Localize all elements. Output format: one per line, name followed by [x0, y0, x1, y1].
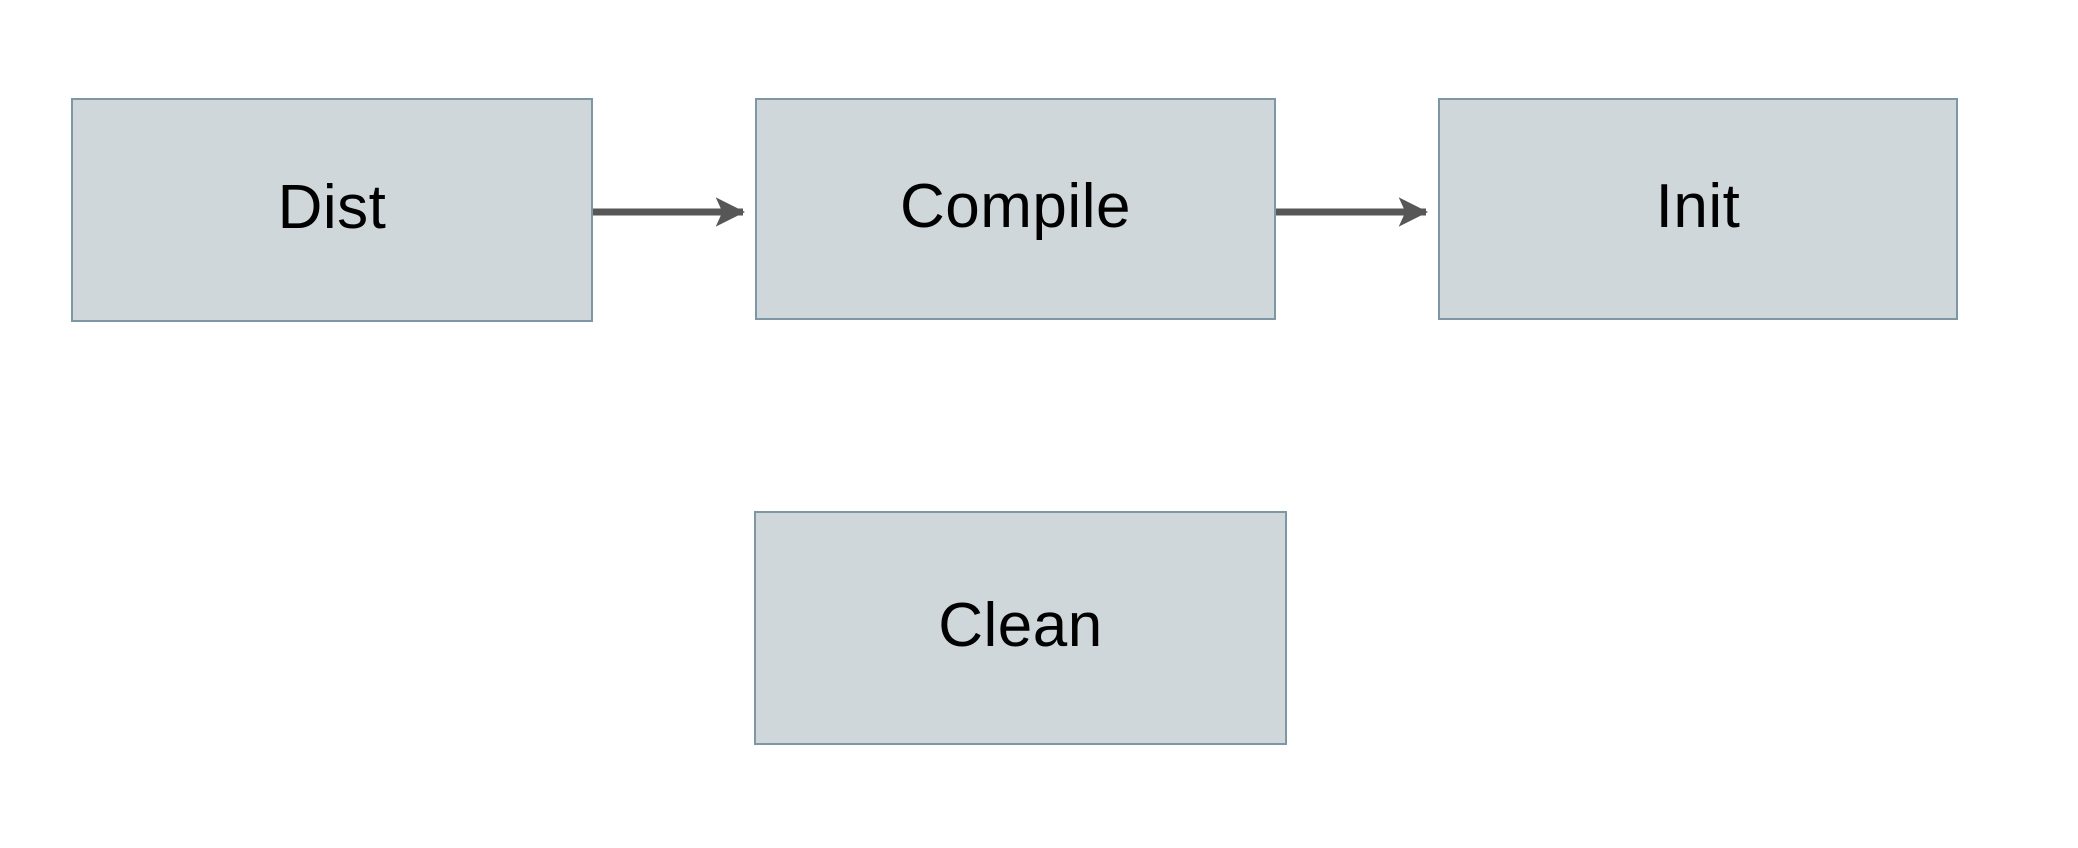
node-clean[interactable]: Clean [754, 511, 1287, 745]
node-init[interactable]: Init [1438, 98, 1958, 320]
node-init-label: Init [1655, 172, 1741, 241]
node-compile-label: Compile [900, 172, 1131, 241]
node-clean-label: Clean [938, 591, 1103, 660]
node-compile[interactable]: Compile [755, 98, 1276, 320]
node-dist[interactable]: Dist [71, 98, 593, 322]
node-dist-label: Dist [277, 173, 387, 242]
